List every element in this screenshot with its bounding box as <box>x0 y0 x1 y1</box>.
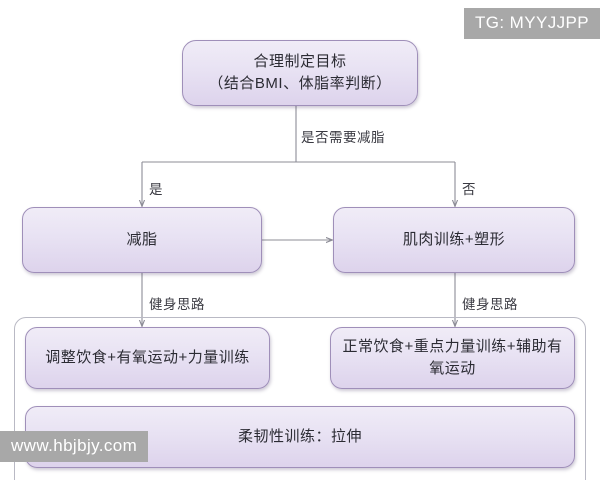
node-muscle-plan[interactable]: 正常饮食+重点力量训练+辅助有氧运动 <box>330 327 575 389</box>
edge-label-yes: 是 <box>149 182 163 197</box>
node-fat-loss[interactable]: 减脂 <box>22 207 262 273</box>
node-fat-loss-plan-label: 调整饮食+有氧运动+力量训练 <box>45 348 250 366</box>
node-muscle-training[interactable]: 肌肉训练+塑形 <box>333 207 575 273</box>
watermark-top-right: TG: MYYJJPP <box>464 8 600 39</box>
node-muscle-training-label: 肌肉训练+塑形 <box>402 230 506 248</box>
watermark-bottom-left: www.hbjbjy.com <box>0 431 149 462</box>
node-set-goal-label: 合理制定目标 （结合BMI、体脂率判断） <box>208 52 392 93</box>
node-set-goal[interactable]: 合理制定目标 （结合BMI、体脂率判断） <box>182 40 418 106</box>
edge-label-no: 否 <box>462 182 476 197</box>
edge-label-idea-left: 健身思路 <box>149 297 205 312</box>
plan-group-container <box>14 317 586 480</box>
node-fat-loss-label: 减脂 <box>126 230 158 248</box>
node-muscle-plan-label: 正常饮食+重点力量训练+辅助有氧运动 <box>342 337 563 378</box>
node-fat-loss-plan[interactable]: 调整饮食+有氧运动+力量训练 <box>25 327 270 389</box>
edge-label-idea-right: 健身思路 <box>462 297 518 312</box>
edge-label-decision: 是否需要减脂 <box>301 130 385 145</box>
node-flexibility-training-label: 柔韧性训练：拉伸 <box>237 427 362 445</box>
